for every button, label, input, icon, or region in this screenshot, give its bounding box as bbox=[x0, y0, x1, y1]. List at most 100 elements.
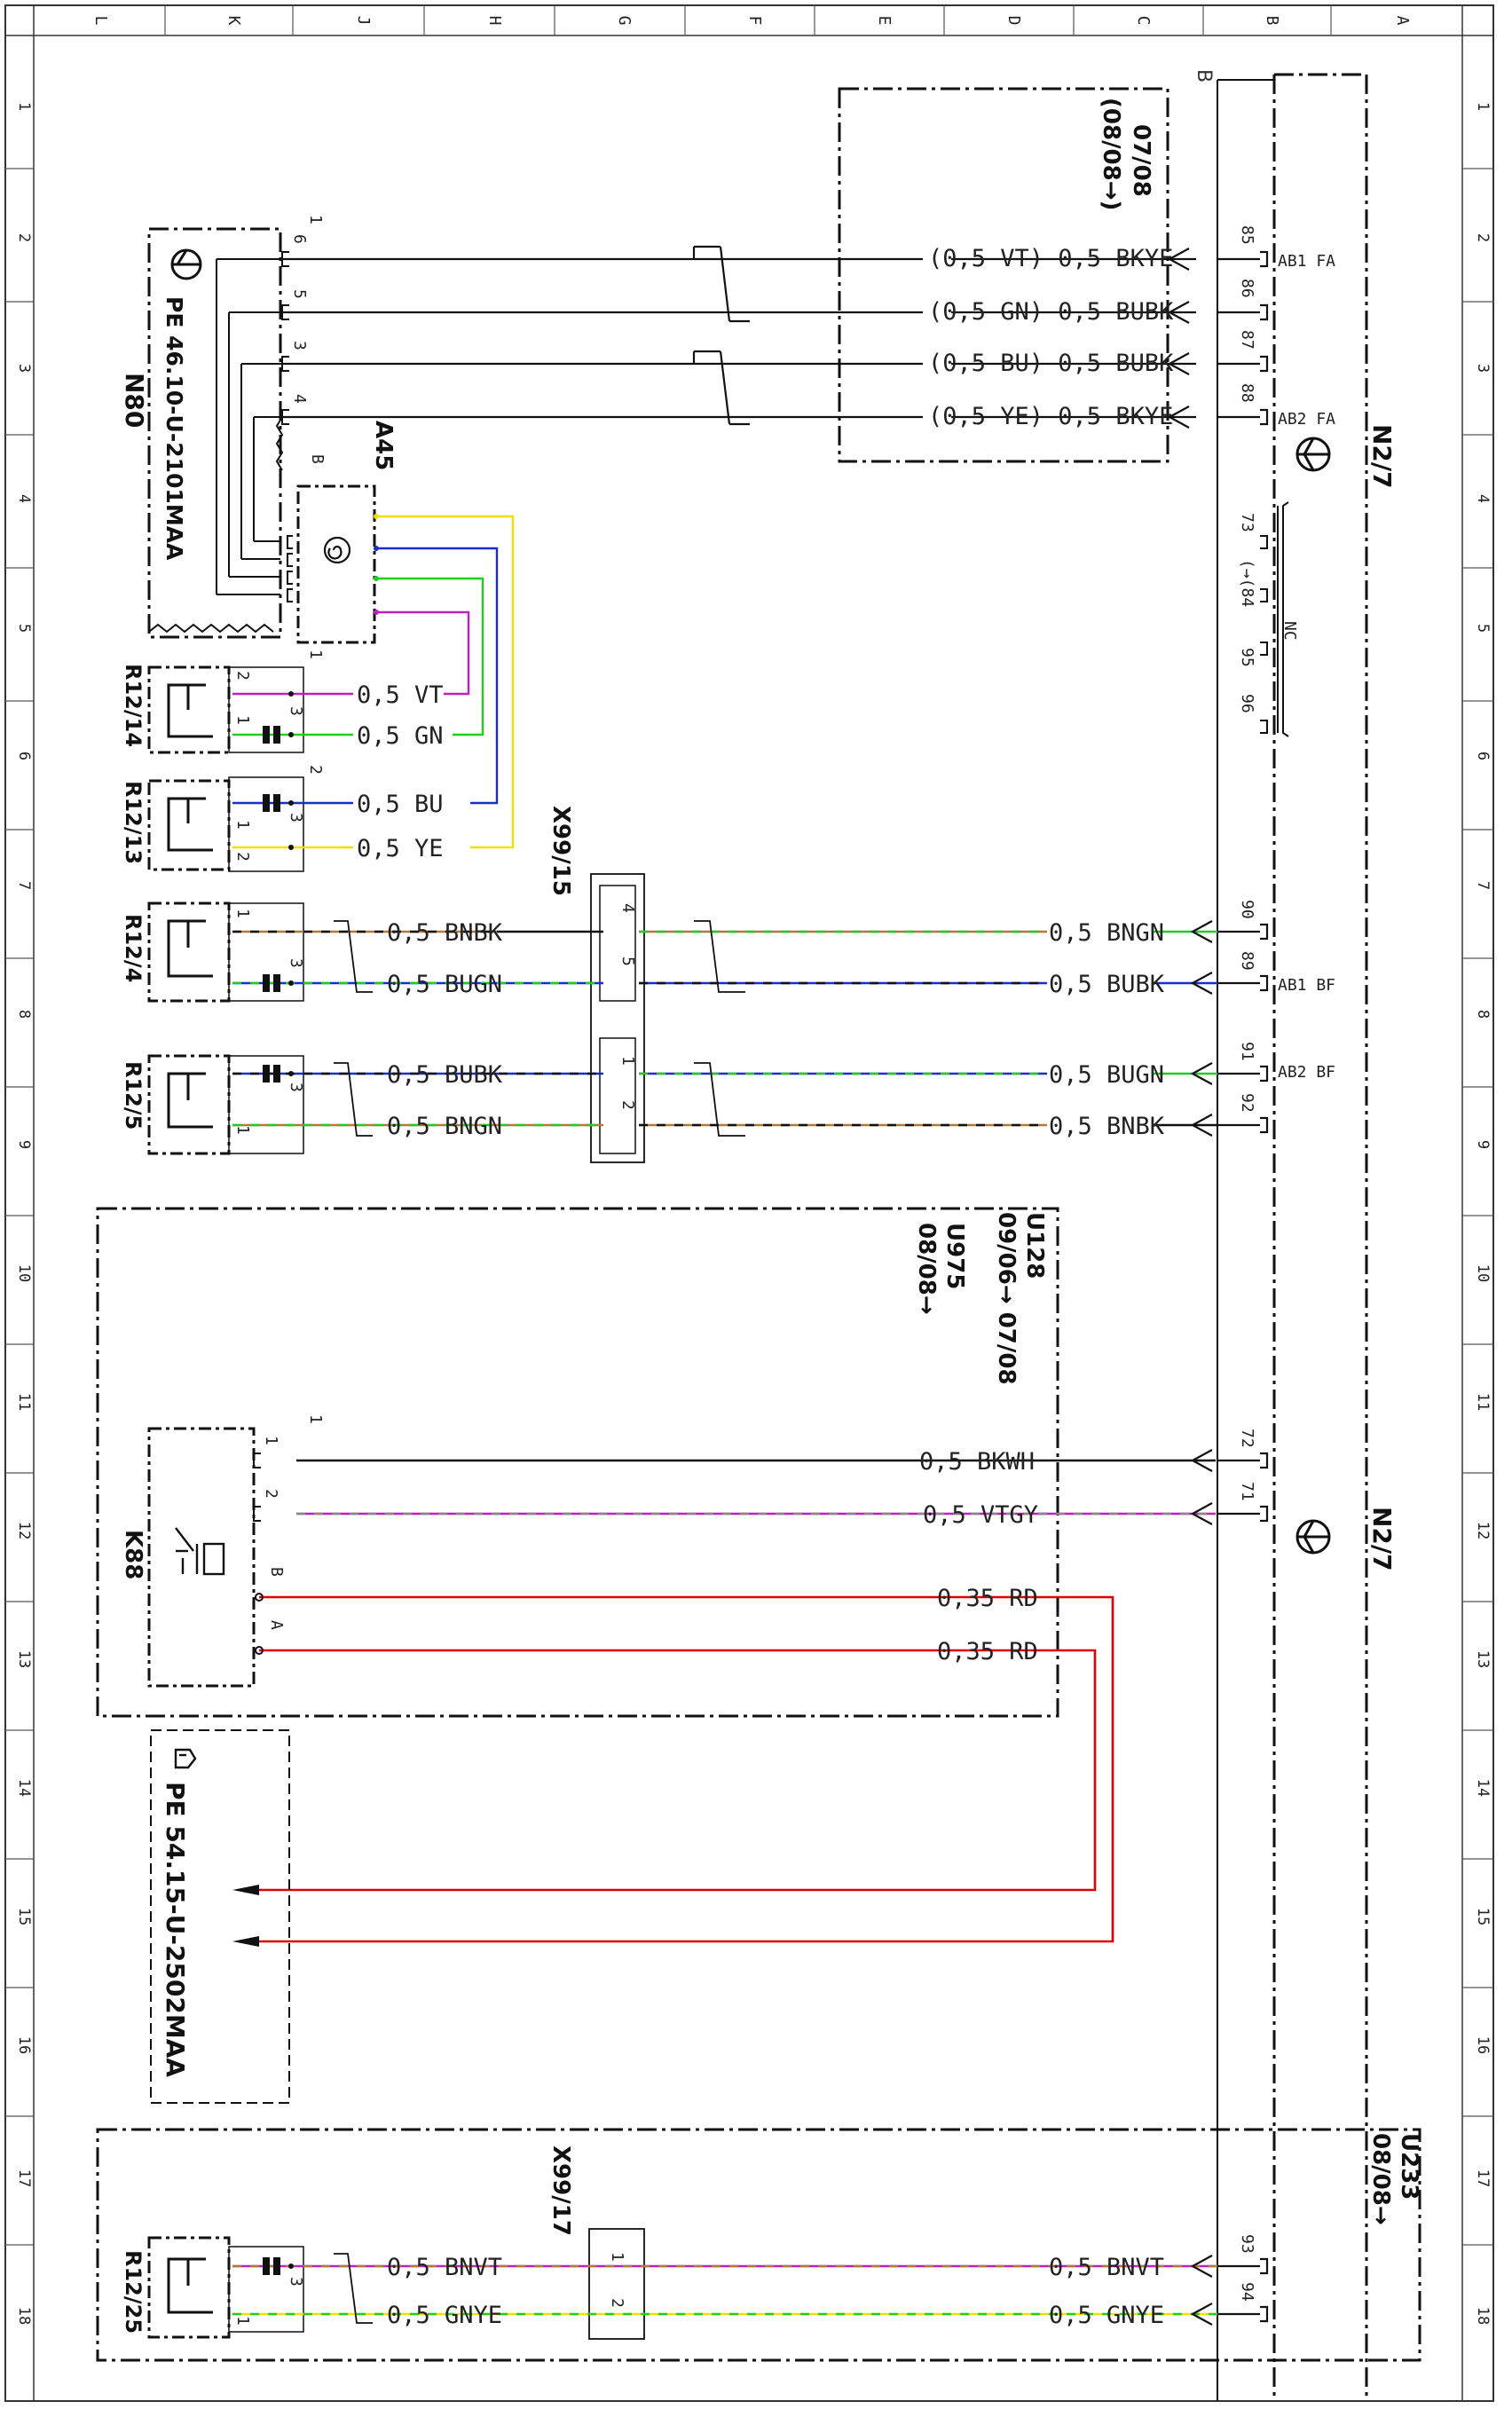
k88-pin-1-inner: 1 bbox=[262, 1436, 280, 1445]
pin: 1 bbox=[233, 715, 252, 725]
pin: 5 bbox=[618, 957, 637, 966]
u233-label: U233 bbox=[1396, 2133, 1422, 2200]
r12-4-pins: 1 3 bbox=[233, 909, 305, 968]
row-label: 2 bbox=[15, 233, 33, 242]
col-label: F bbox=[745, 16, 764, 26]
k88-wires bbox=[296, 1459, 1216, 1516]
row-label: 1 bbox=[1474, 102, 1492, 111]
wire-label-85: (0,5 VT) 0,5 BKYE bbox=[928, 245, 1173, 272]
n80-internal-wiring bbox=[148, 258, 284, 634]
red-wire-arrows bbox=[232, 1885, 259, 1947]
col-label: G bbox=[615, 16, 634, 26]
wire-label-gn: 0,5 GN bbox=[357, 722, 444, 750]
r12-25-wires bbox=[232, 2253, 1217, 2324]
pin-86: 86 bbox=[1238, 279, 1256, 298]
row-label: 7 bbox=[15, 881, 33, 890]
u128-label: U128 bbox=[1021, 1212, 1048, 1279]
col-label: L bbox=[91, 16, 110, 26]
row-label: 12 bbox=[15, 1522, 33, 1539]
wire-label-88: (0,5 YE) 0,5 BKYE bbox=[928, 403, 1173, 430]
reference-hand-icon bbox=[174, 1748, 197, 1769]
wire-label-ye: 0,5 YE bbox=[357, 835, 444, 862]
a45-label: A45 bbox=[370, 421, 397, 470]
n80-pin-6: 6 bbox=[290, 234, 309, 244]
row-label: 10 bbox=[1474, 1264, 1492, 1282]
wire-label-bubk: 0,5 BUBK bbox=[1049, 971, 1165, 998]
k88-pin-1: 1 bbox=[306, 1414, 325, 1424]
pin-71: 71 bbox=[1238, 1482, 1256, 1501]
pin-84: (→(84 bbox=[1238, 559, 1256, 607]
x99-15-housing bbox=[590, 873, 645, 1163]
wire-label-86: (0,5 GN) 0,5 BUBK bbox=[928, 298, 1174, 326]
r12-14-label: R12/14 bbox=[121, 664, 146, 747]
k88-pin-a: A bbox=[267, 1620, 286, 1630]
row-label: 8 bbox=[1474, 1010, 1492, 1019]
k88-label: K88 bbox=[120, 1530, 146, 1579]
n80-ref: PE 46.10-U-2101MAA bbox=[161, 296, 187, 561]
n80-sensor-icon bbox=[170, 248, 202, 280]
pin: 1 bbox=[233, 909, 252, 918]
r12-14-pins: 1 2 1 3 bbox=[233, 650, 325, 725]
r12-4-label: R12/4 bbox=[121, 914, 146, 982]
r12-14-box bbox=[147, 665, 231, 754]
pin-87: 87 bbox=[1238, 330, 1256, 350]
row-label: 18 bbox=[1474, 2307, 1492, 2325]
r12-5-plug bbox=[228, 1055, 304, 1154]
r12-14-plug bbox=[228, 666, 304, 753]
col-label: B bbox=[1263, 16, 1281, 26]
row-label: 16 bbox=[15, 2036, 33, 2054]
heater-icon bbox=[167, 1072, 213, 1129]
col-label: C bbox=[1134, 16, 1153, 26]
r12-5-label: R12/5 bbox=[121, 1061, 146, 1130]
pin-92: 92 bbox=[1238, 1093, 1256, 1113]
col-label: K bbox=[224, 16, 243, 26]
r12-4-box bbox=[147, 901, 231, 1003]
pin: 2 bbox=[618, 1100, 637, 1110]
heater-icon bbox=[167, 683, 213, 738]
row-label: 14 bbox=[1474, 1779, 1492, 1797]
pin: 2 bbox=[233, 852, 252, 862]
a45-wires bbox=[376, 515, 515, 849]
row-label: 12 bbox=[1474, 1522, 1492, 1539]
n2-7-wire-labels-89-92: 0,5 BNGN 0,5 BUBK 0,5 BUGN 0,5 BNBK bbox=[1049, 919, 1165, 1140]
k88-pin-numbers: 1 1 2 B A bbox=[262, 1414, 325, 1630]
column-labels: L K J H G F E D C B A bbox=[91, 16, 1412, 26]
pin: 2 bbox=[306, 765, 325, 775]
wire-labels-n80: (0,5 VT) 0,5 BKYE (0,5 GN) 0,5 BUBK (0,5… bbox=[928, 245, 1174, 430]
row-label: 3 bbox=[15, 364, 33, 373]
row-label: 13 bbox=[15, 1650, 33, 1668]
pin: 1 bbox=[608, 2252, 626, 2262]
k88-pin-2: 2 bbox=[262, 1489, 280, 1499]
row-label: 9 bbox=[1474, 1140, 1492, 1149]
heater-icon bbox=[167, 2257, 213, 2314]
n2-7-label-top: N2/7 bbox=[1367, 424, 1397, 489]
row-label: 7 bbox=[1474, 881, 1492, 890]
pin-89: 89 bbox=[1238, 951, 1256, 971]
k88-pin-b: B bbox=[267, 1567, 286, 1577]
row-label: 11 bbox=[15, 1393, 33, 1411]
row-label: 17 bbox=[15, 2169, 33, 2187]
row-label: 16 bbox=[1474, 2036, 1492, 2054]
pin: 1 bbox=[618, 1056, 637, 1066]
row-label: 14 bbox=[15, 1779, 33, 1797]
r12-13-terminals bbox=[263, 794, 294, 850]
variant-code-top: 07/08 bbox=[1128, 124, 1154, 197]
heater-icon bbox=[167, 797, 213, 852]
r12-14-terminals bbox=[263, 691, 294, 744]
pin: 3 bbox=[287, 958, 305, 968]
r12-14-wire-labels: 0,5 VT 0,5 GN bbox=[357, 681, 444, 750]
pin-ab1-bf: AB1 BF bbox=[1278, 976, 1335, 995]
n80-label: N80 bbox=[120, 373, 149, 428]
row-label: 9 bbox=[15, 1140, 33, 1149]
row-labels: 1 2 3 4 5 6 7 8 9 10 11 12 13 14 15 16 1… bbox=[15, 102, 1492, 2325]
wire-label-bnvt: 0,5 BNVT bbox=[387, 2254, 502, 2281]
pin-numbers-89-92: 90 89 91 92 AB1 BF AB2 BF bbox=[1238, 900, 1335, 1113]
pin-93: 93 bbox=[1238, 2234, 1256, 2254]
n2-7-wires-89-92 bbox=[639, 920, 1217, 1137]
u975-date: 08/08→ bbox=[913, 1223, 940, 1315]
wire-label-gnye-n2: 0,5 GNYE bbox=[1049, 2302, 1164, 2329]
pin-ab2-fa: AB2 FA bbox=[1278, 410, 1335, 429]
r12-5-pins: 3 1 bbox=[233, 1083, 305, 1135]
n80-pin-5: 5 bbox=[290, 289, 309, 299]
wire-label-bu: 0,5 BU bbox=[357, 791, 444, 818]
